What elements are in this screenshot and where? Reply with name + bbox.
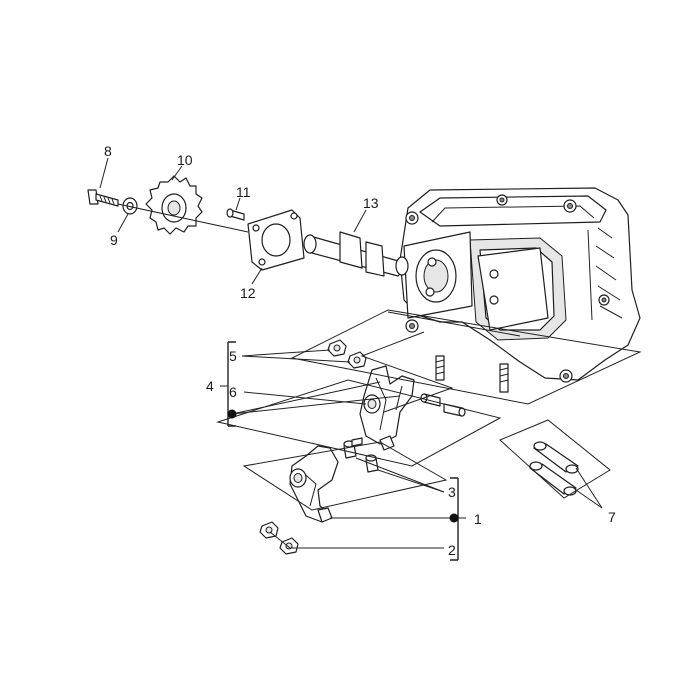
camshaft — [303, 231, 409, 277]
bolt-8 — [87, 189, 119, 207]
bracket-dot-upper — [227, 409, 237, 419]
guide-pins-7 — [529, 441, 579, 496]
callout-6: 6 — [229, 384, 237, 400]
rocker-arm-lower — [289, 445, 339, 523]
cam-cover-plate — [247, 209, 305, 271]
callout-3: 3 — [448, 484, 456, 500]
adjuster-nuts-2 — [259, 521, 299, 555]
cylinder-head — [399, 187, 641, 393]
callout-10: 10 — [177, 152, 193, 168]
leader-lines — [99, 157, 603, 561]
callout-labels: 1 2 3 4 5 6 7 8 9 10 11 12 13 — [104, 143, 616, 558]
assembly-outlines — [216, 309, 642, 511]
callout-2: 2 — [448, 542, 456, 558]
bracket-dot-lower — [449, 513, 459, 523]
cam-sprocket — [145, 175, 203, 235]
callout-13: 13 — [363, 195, 379, 211]
callout-1: 1 — [474, 511, 482, 527]
rocker-arm-upper — [359, 365, 415, 451]
rocker-shaft-upper — [420, 393, 466, 417]
screw-11 — [226, 208, 245, 221]
callout-12: 12 — [240, 285, 256, 301]
adjuster-nuts-5 — [327, 339, 367, 369]
head-studs — [435, 355, 509, 393]
callout-8: 8 — [104, 143, 112, 159]
callout-11: 11 — [236, 184, 251, 200]
callout-9: 9 — [110, 232, 118, 248]
callout-4: 4 — [206, 378, 214, 394]
callout-7: 7 — [608, 509, 616, 525]
washer-9 — [122, 197, 138, 215]
callout-5: 5 — [229, 348, 237, 364]
